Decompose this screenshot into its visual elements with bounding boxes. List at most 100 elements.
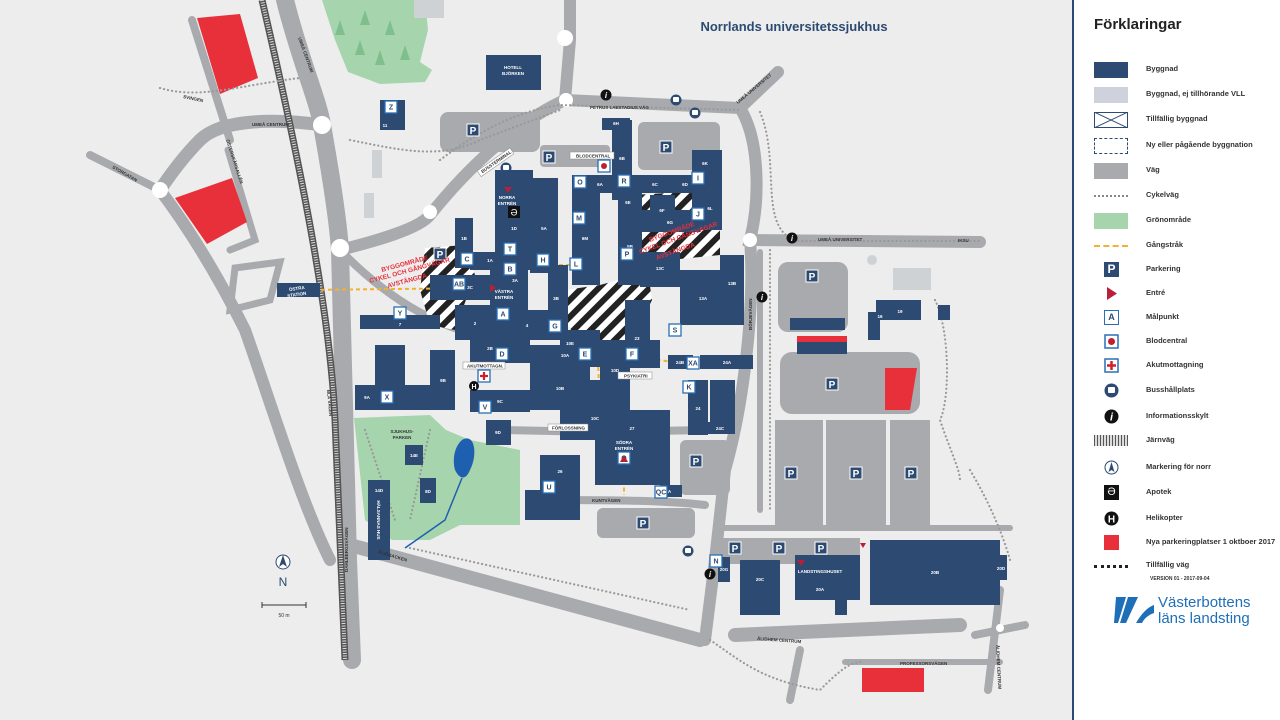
svg-text:BÖRJEVÄGEN: BÖRJEVÄGEN [747,298,753,330]
marker-b[interactable]: B [503,262,517,276]
svg-text:P: P [640,519,647,530]
building [995,555,1007,580]
legend-item-label: Målpunkt [1146,312,1179,321]
marker-r[interactable]: R [617,174,631,188]
building [430,350,455,410]
pharmacy-icon: Ə [1104,485,1119,500]
building-label: 26 [557,469,563,474]
building-label: 4 [526,323,529,328]
marker-o[interactable]: O [573,175,587,189]
legend-item: Byggnad, ej tillhörande VLL [1074,85,1280,105]
svg-text:AKUTMOTTAGN.: AKUTMOTTAGN. [467,364,503,369]
marker-ab[interactable]: AB [452,277,466,291]
marker-l[interactable]: L [569,257,583,271]
parking-icon: P [825,377,839,391]
marker-h[interactable]: H [536,253,550,267]
building-label: 16 [877,314,883,319]
forest-trees-icon [335,10,410,65]
emergency-icon[interactable] [477,369,491,383]
building [277,283,320,297]
other-building-swatch-icon [1094,87,1128,103]
marker-z[interactable]: Z [384,100,398,114]
walkway-dashes-icon [1094,245,1128,247]
svg-text:QC: QC [656,490,667,497]
marker-n[interactable]: N [709,554,723,568]
svg-text:F: F [630,352,635,359]
green-areas [322,0,520,549]
svg-text:P: P [788,469,795,480]
svg-text:G: G [552,324,558,331]
vll-logo-mark-icon [1114,597,1154,623]
roundabouts [152,30,1004,632]
marker-k[interactable]: K [682,380,696,394]
building [405,445,423,465]
marker-d[interactable]: D [495,347,509,361]
svg-text:BLÅ VÄGEN: BLÅ VÄGEN [326,390,334,417]
bus-stop-icon[interactable] [670,94,682,106]
bus-stop-icon[interactable] [500,162,512,174]
legend-item: Cykelväg [1074,186,1280,206]
pharmacy-icon[interactable]: Ə [508,206,520,218]
building-label: 11 [383,123,388,128]
info-icon[interactable]: i [756,291,768,303]
building-label: 3C [467,285,474,290]
blood-center-icon[interactable] [597,159,611,173]
svg-text:T: T [508,247,513,254]
legend-item-label: Järnväg [1146,435,1175,444]
svg-text:ENTRÉN: ENTRÉN [498,199,517,206]
building-label: 24B [676,360,685,365]
building-label: 10C [591,416,600,421]
marker-i[interactable]: I [691,171,705,185]
svg-text:VÄSTRA: VÄSTRA [495,288,514,294]
marker-y[interactable]: Y [393,306,407,320]
building-label: 13B [728,281,737,286]
svg-text:E: E [583,352,588,359]
marker-v[interactable]: V [478,400,492,414]
marker-p[interactable]: P [620,247,634,261]
legend-heading: Förklaringar [1094,16,1182,33]
building-label: 1D [511,226,518,231]
building-label: 20C [756,577,765,582]
blood-center-icon [1104,334,1119,349]
marker-s[interactable]: S [668,323,682,337]
building-label: 2B [487,346,494,351]
building-label: 10E [566,341,574,346]
marker-qc[interactable]: QC [654,485,668,499]
building [680,270,725,325]
marker-xa[interactable]: XA [686,356,700,370]
legend-item-label: Tillfällig väg [1146,560,1190,569]
info-icon[interactable]: i [600,89,612,101]
building-label: 13C [656,266,665,271]
svg-text:P: P [663,143,670,154]
info-icon[interactable]: i [786,232,798,244]
svg-text:LANDSTINGSHUSET: LANDSTINGSHUSET [798,569,843,574]
building [700,190,722,230]
bus-stop-icon[interactable] [689,107,701,119]
svg-text:A: A [500,312,505,319]
marker-f[interactable]: F [625,347,639,361]
marker-g[interactable]: G [548,319,562,333]
bus-stop-icon[interactable] [682,545,694,557]
marker-j[interactable]: J [691,207,705,221]
building-label: 2 [474,321,477,326]
building [486,55,541,90]
svg-text:H: H [540,258,545,265]
svg-text:H: H [471,384,476,391]
marker-a[interactable]: A [496,307,510,321]
marker-x[interactable]: X [380,390,394,404]
marker-e[interactable]: E [578,347,592,361]
building-label: 6D [682,182,689,187]
building-label: 27 [629,426,635,431]
marker-u[interactable]: U [542,480,556,494]
parking-icon: P [659,140,673,154]
marker-m[interactable]: M [572,211,586,225]
legend-item-label: Akutmottagning [1146,360,1204,369]
building-label: 7 [399,322,402,327]
marker-c[interactable]: C [460,252,474,266]
info-icon[interactable]: i [704,568,716,580]
marker-t[interactable]: T [503,242,517,256]
building-label: 9B [440,378,447,383]
north-label: N [279,575,288,589]
legend-item-label: Gångstråk [1146,240,1184,249]
